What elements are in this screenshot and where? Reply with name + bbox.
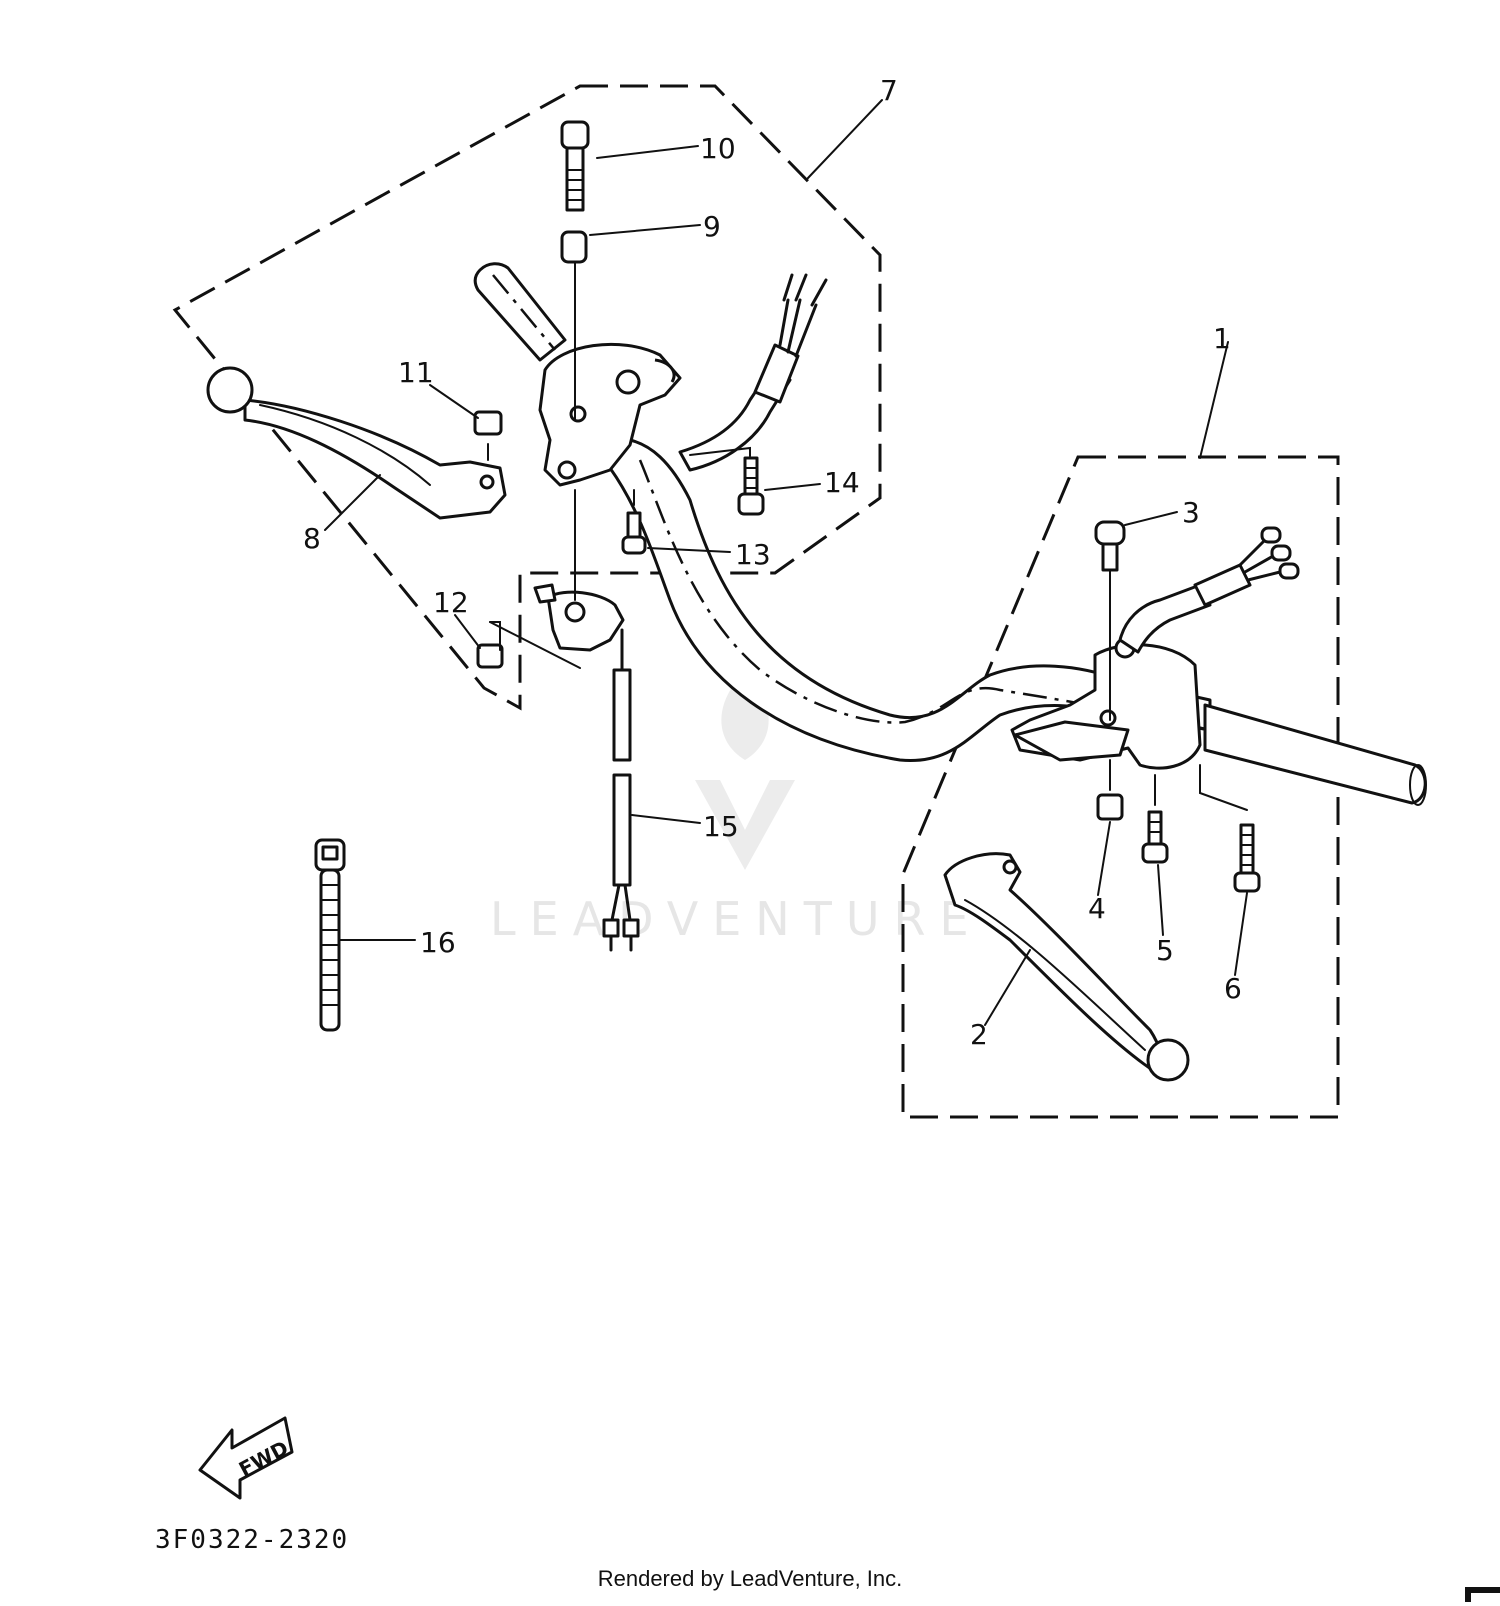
callout-2: 2	[970, 1018, 988, 1051]
callout-16: 16	[420, 926, 456, 959]
callout-13: 13	[735, 538, 771, 571]
part-5-screw	[1141, 774, 1169, 864]
part-4-nut	[1096, 759, 1124, 821]
part-2-brake-lever	[943, 852, 1190, 1082]
part-15-switch-wire	[602, 628, 640, 952]
callout-10: 10	[700, 132, 736, 165]
part-14-screw	[689, 446, 765, 516]
callout-1: 1	[1213, 322, 1231, 355]
bracket-corner-12	[489, 621, 501, 651]
left-lower-clamp	[533, 583, 625, 652]
callout-6: 6	[1224, 972, 1242, 1005]
callout-3: 3	[1182, 496, 1200, 529]
callout-14: 14	[824, 466, 860, 499]
callout-11: 11	[398, 356, 434, 389]
group-outline-7	[172, 84, 882, 711]
part-9-collar	[560, 230, 588, 264]
part-8-clutch-lever	[206, 366, 507, 520]
part-6-screw	[1199, 764, 1261, 893]
leader-lines	[324, 99, 1248, 1026]
part-12-nut	[476, 643, 504, 669]
bracket-line-12	[489, 621, 581, 669]
callout-5: 5	[1156, 934, 1174, 967]
fwd-arrow-icon: FWD	[198, 1416, 294, 1500]
group-outline-1	[901, 455, 1340, 1119]
watermark-text: LEADVENTURE	[490, 892, 983, 946]
callout-15: 15	[703, 810, 739, 843]
watermark: LEADVENTURE	[490, 672, 983, 946]
left-wire-harness	[678, 273, 828, 472]
right-wire-harness	[1118, 526, 1300, 654]
diagram-code: 3F0322-2320	[155, 1525, 349, 1555]
callout-7: 7	[880, 74, 898, 107]
callout-8: 8	[303, 522, 321, 555]
part-16-cable-tie	[314, 838, 346, 1032]
part-13-screw	[621, 489, 647, 555]
part-10-bolt	[560, 120, 590, 212]
corner-mark	[1465, 1587, 1500, 1602]
callout-9: 9	[703, 210, 721, 243]
part-3-screw	[1094, 520, 1126, 721]
callout-12: 12	[433, 586, 469, 619]
footer-rendered-by: Rendered by LeadVenture, Inc.	[597, 1566, 903, 1591]
part-11-nut	[473, 410, 503, 461]
callout-4: 4	[1088, 892, 1106, 925]
